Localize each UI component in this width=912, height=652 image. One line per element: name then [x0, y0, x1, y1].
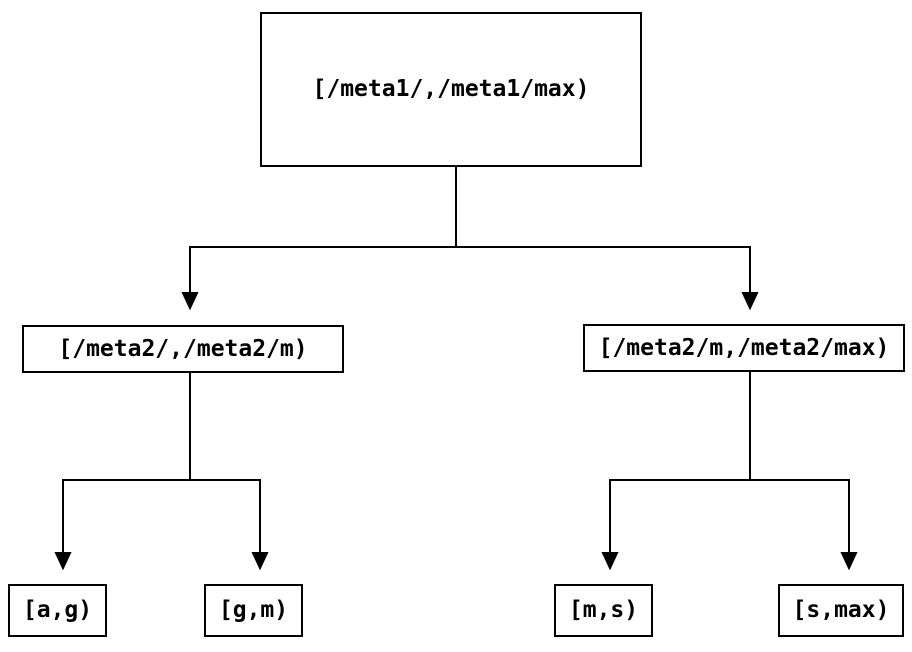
tree-node-mid-right-label: [/meta2/m,/meta2/max)	[598, 334, 890, 361]
tree-node-root-label: [/meta1/,/meta1/max)	[312, 76, 590, 102]
tree-node-leaf-ms-label: [m,s)	[568, 597, 639, 623]
tree-node-root: [/meta1/,/meta1/max)	[260, 12, 642, 167]
tree-node-leaf-ag-label: [a,g)	[22, 597, 93, 623]
arrowhead-leaf-gm-icon	[251, 552, 269, 571]
arrowhead-leaf-ms-icon	[601, 552, 619, 571]
tree-node-leaf-ag: [a,g)	[8, 584, 107, 637]
tree-node-leaf-smax: [s,max)	[778, 584, 904, 637]
tree-node-leaf-ms: [m,s)	[554, 584, 653, 637]
tree-node-leaf-gm-label: [g,m)	[218, 597, 289, 623]
arrowhead-mid-left-icon	[181, 292, 199, 311]
tree-node-leaf-smax-label: [s,max)	[792, 597, 890, 623]
tree-node-leaf-gm: [g,m)	[204, 584, 303, 637]
arrowhead-leaf-ag-icon	[54, 552, 72, 571]
tree-node-mid-left-label: [/meta2/,/meta2/m)	[58, 335, 308, 362]
tree-node-mid-left: [/meta2/,/meta2/m)	[22, 325, 344, 373]
arrowhead-leaf-smax-icon	[840, 552, 858, 571]
arrowhead-mid-right-icon	[741, 292, 759, 311]
tree-node-mid-right: [/meta2/m,/meta2/max)	[583, 324, 905, 372]
